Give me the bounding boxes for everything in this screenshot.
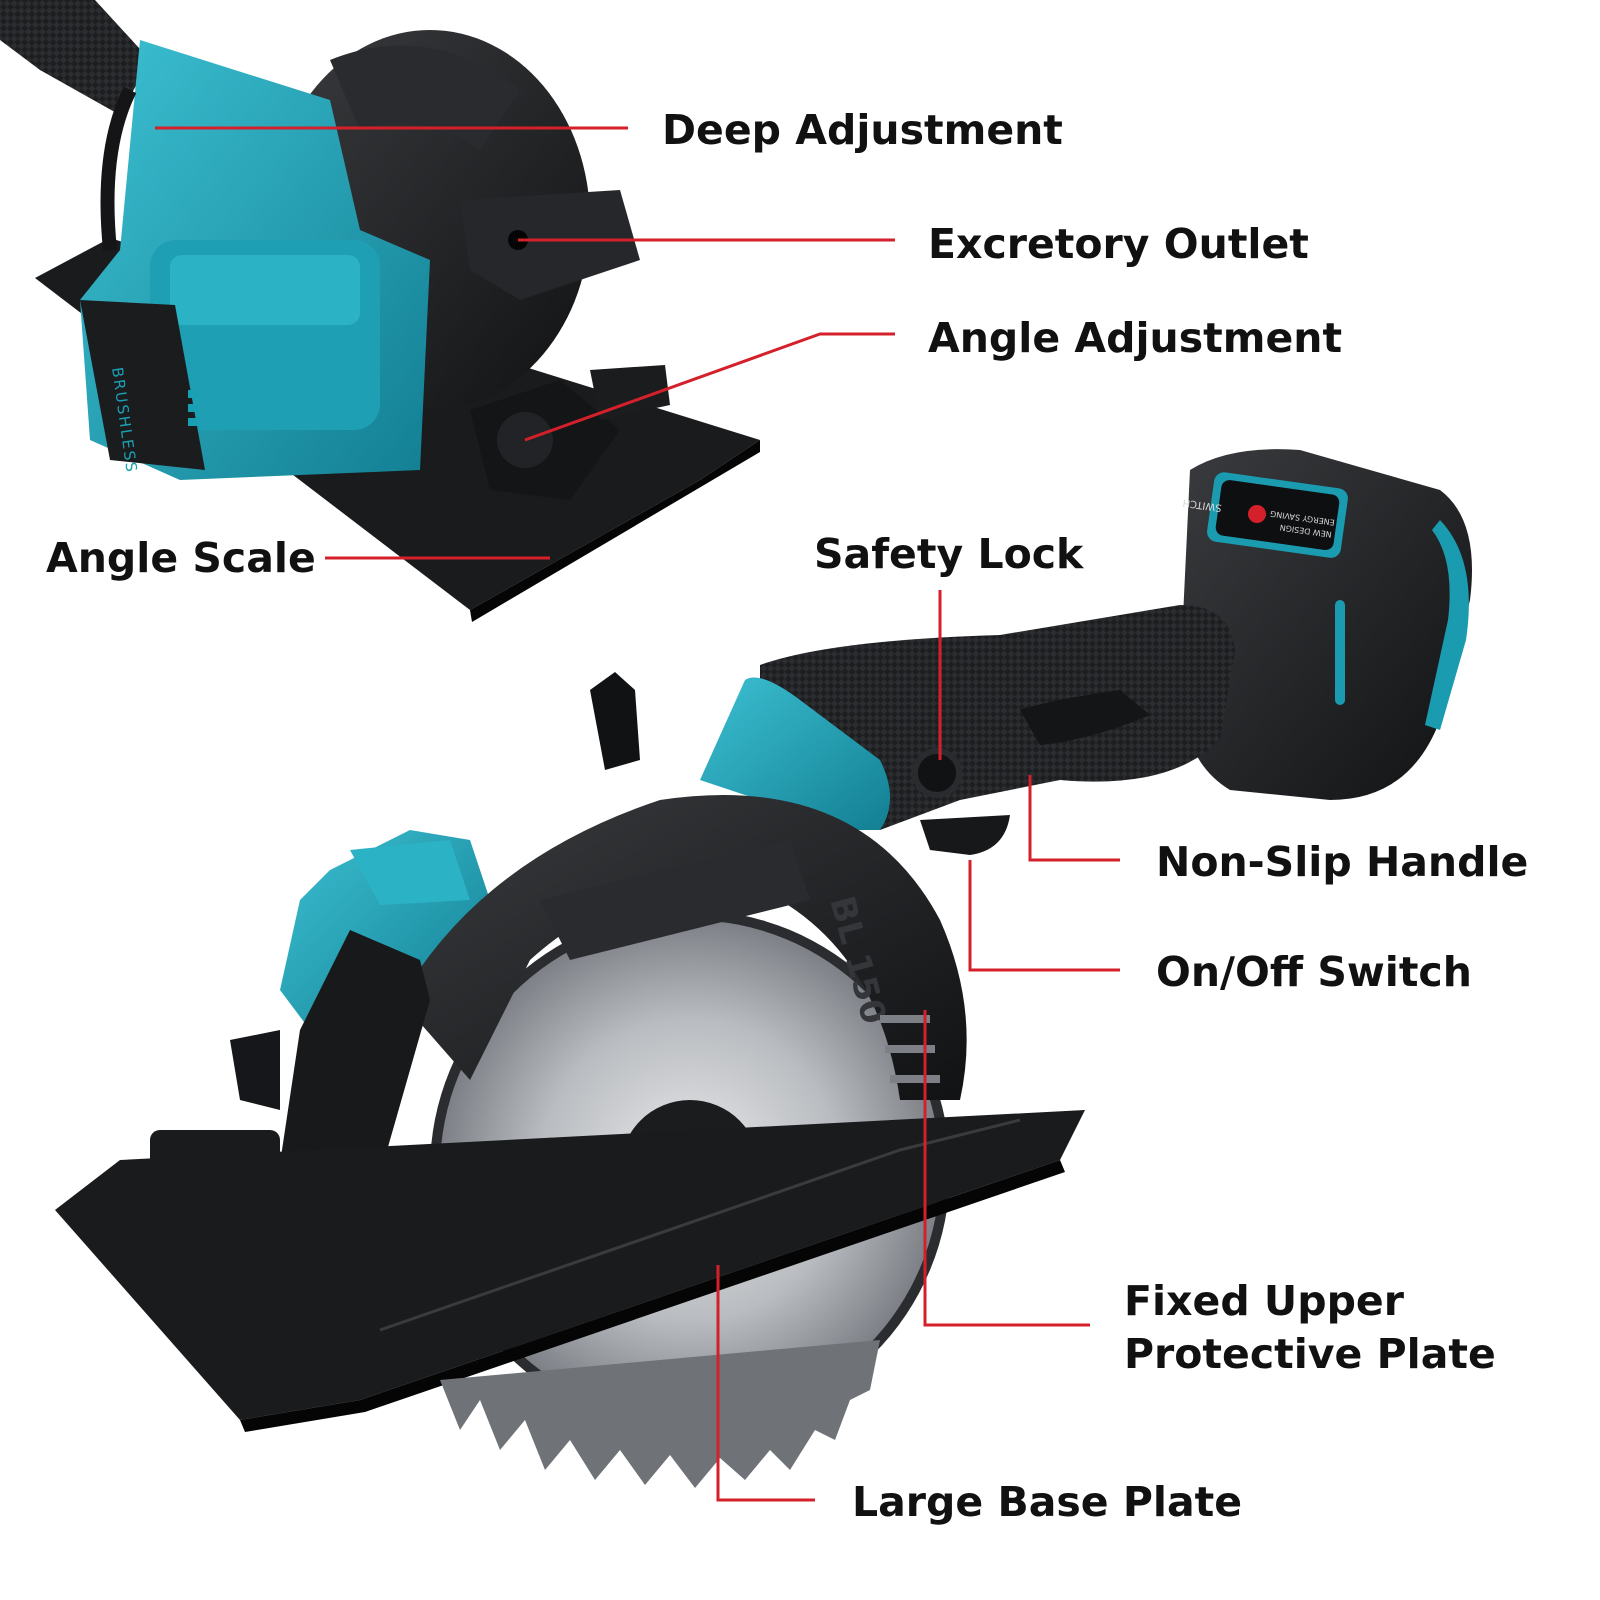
saw-main-view: SWITCH NEW DESIGN ENERGY SAVING: [55, 449, 1472, 1488]
leader-lines: [155, 126, 1120, 1502]
safety-lock-button: [912, 748, 962, 798]
panel-switch-text: SWITCH: [1182, 497, 1222, 513]
blade-teeth: [440, 1340, 880, 1488]
saw-side-view: BRUSHLESS: [0, 0, 760, 622]
main-depth-bracket: [590, 672, 640, 770]
main-neck: [700, 677, 890, 830]
leader-non-slip-handle: [1028, 775, 1120, 862]
label-non-slip-handle: Non-Slip Handle: [1156, 838, 1529, 886]
label-on-off-switch: On/Off Switch: [1156, 948, 1472, 996]
upper-guard: [400, 795, 967, 1100]
side-end-cap: [80, 300, 205, 470]
battery-display-panel: SWITCH NEW DESIGN ENERGY SAVING: [1182, 472, 1348, 558]
label-safety-lock: Safety Lock: [814, 530, 1084, 578]
label-fixed-upper-line1: Fixed Upper: [1124, 1277, 1404, 1325]
label-fixed-upper-line2: Protective Plate: [1124, 1330, 1496, 1378]
leader-angle-adjustment: [524, 332, 895, 442]
label-angle-scale: Angle Scale: [46, 534, 316, 582]
leader-large-base-plate: [716, 1265, 815, 1502]
leader-fixed-upper-plate: [923, 1010, 1090, 1327]
label-angle-adjustment: Angle Adjustment: [928, 314, 1343, 362]
side-depth-lever: [100, 86, 137, 251]
leader-on-off-switch: [968, 860, 1120, 972]
side-handle: [0, 0, 150, 115]
label-large-base-plate: Large Base Plate: [852, 1478, 1243, 1526]
label-excretory-outlet: Excretory Outlet: [928, 220, 1309, 268]
label-deep-adjustment: Deep Adjustment: [662, 106, 1063, 154]
guard-vent-slots: [880, 1015, 940, 1083]
panel-power-icon: [1248, 505, 1266, 523]
on-off-trigger: [920, 815, 1010, 855]
side-dust-outlet: [460, 190, 640, 300]
